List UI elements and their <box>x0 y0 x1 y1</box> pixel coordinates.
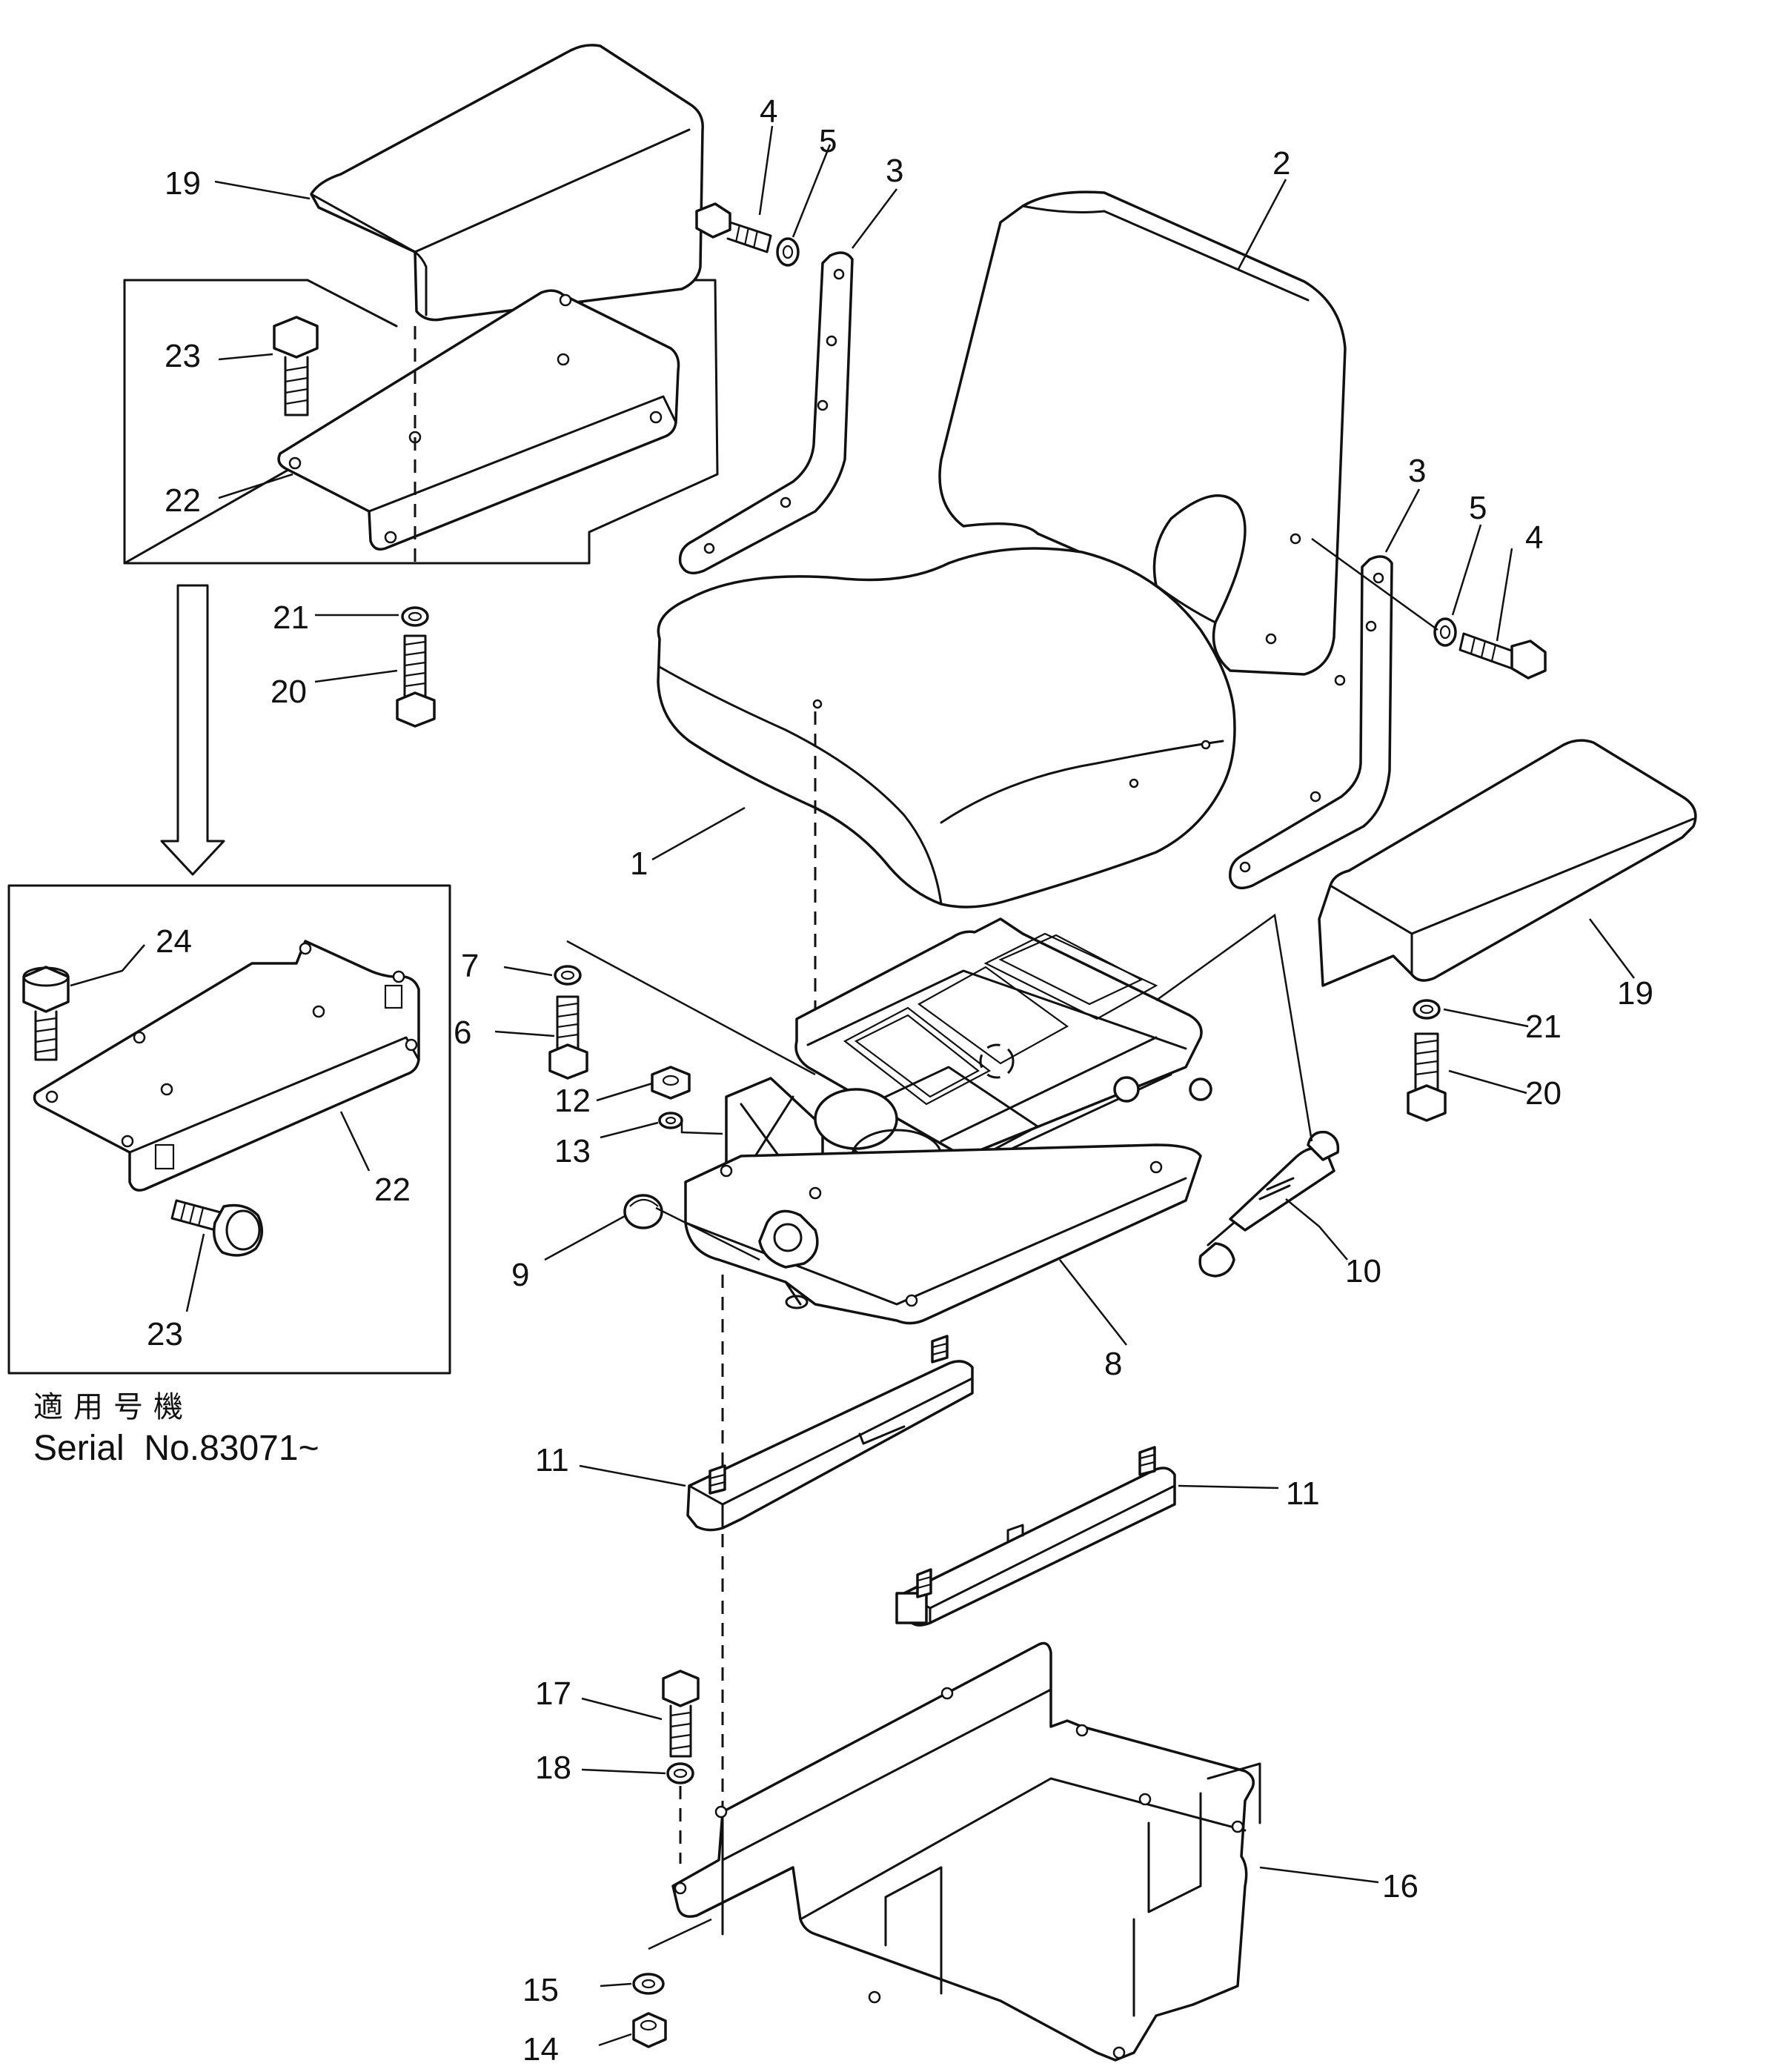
side-bracket-left <box>678 251 854 575</box>
part-labels: 19 23 22 21 20 4 5 3 2 3 5 4 1 19 21 20 … <box>147 93 1653 2068</box>
washer-5-top <box>776 237 800 267</box>
nut-14 <box>632 2012 667 2048</box>
label-5-right: 5 <box>1469 490 1487 526</box>
label-5-top: 5 <box>819 123 837 159</box>
label-10: 10 <box>1345 1253 1381 1289</box>
label-9: 9 <box>511 1257 529 1293</box>
damper-10 <box>1198 1130 1340 1278</box>
suspension-unit <box>684 917 1212 1325</box>
label-11-right: 11 <box>1286 1475 1320 1512</box>
seat-back <box>938 190 1347 676</box>
bracket-new <box>33 940 420 1192</box>
change-arrow <box>160 584 225 876</box>
washer-15 <box>632 1973 665 1995</box>
washer-7 <box>554 965 582 986</box>
assembly-lines-suspension <box>566 913 1313 1142</box>
label-1: 1 <box>630 846 648 882</box>
side-bracket-right <box>1229 555 1393 890</box>
armrest-right <box>1318 739 1697 987</box>
washer-21-left <box>401 606 429 627</box>
label-3-top: 3 <box>886 153 903 189</box>
label-21-left: 21 <box>273 600 309 636</box>
bolt-20-left <box>396 634 436 728</box>
applicable-serial-jp: 適用号機 <box>33 1390 193 1424</box>
label-23-new: 23 <box>147 1316 183 1352</box>
label-19-right: 19 <box>1617 975 1653 1012</box>
label-17: 17 <box>535 1676 571 1712</box>
label-16: 16 <box>1382 1868 1418 1904</box>
assembly-line-bolt-right <box>1311 537 1438 631</box>
label-22-top: 22 <box>165 482 201 519</box>
label-15: 15 <box>522 1972 559 2008</box>
label-6: 6 <box>454 1014 471 1051</box>
label-13: 13 <box>554 1133 591 1169</box>
bolt-23-new <box>170 1199 263 1257</box>
label-19-top: 19 <box>165 165 201 202</box>
label-24: 24 <box>156 923 192 960</box>
floor-bracket <box>671 1641 1261 2062</box>
armrest-top <box>310 44 704 322</box>
label-20-right: 20 <box>1525 1075 1562 1112</box>
label-3-right: 3 <box>1408 453 1426 489</box>
label-4-top: 4 <box>760 93 777 130</box>
nut-12 <box>651 1066 691 1100</box>
label-14: 14 <box>522 2031 559 2065</box>
slide-rail-right <box>895 1446 1176 1627</box>
label-23-top: 23 <box>165 338 201 374</box>
axis-nut-14 <box>648 1918 712 1950</box>
washer-21-right <box>1413 999 1441 1020</box>
knob-9 <box>623 1194 663 1229</box>
label-7: 7 <box>461 948 479 984</box>
leader-lines <box>70 125 1635 2047</box>
washer-18 <box>666 1762 694 1784</box>
bolt-4-top <box>695 202 772 253</box>
bolt-20-right <box>1407 1032 1447 1122</box>
label-4-right: 4 <box>1525 519 1543 556</box>
assembly-lines-knob <box>655 1123 760 1261</box>
washer-5-right <box>1433 617 1457 647</box>
washer-13 <box>658 1112 683 1129</box>
label-12: 12 <box>554 1083 591 1119</box>
serial-number: Serial No.83071~ <box>33 1429 319 1468</box>
label-21-right: 21 <box>1525 1009 1562 1045</box>
label-22-new: 22 <box>374 1172 411 1208</box>
label-18: 18 <box>535 1750 571 1786</box>
label-8: 8 <box>1104 1346 1122 1382</box>
label-11-left: 11 <box>535 1442 569 1478</box>
inset-frame-serial <box>7 884 451 1375</box>
bolt-17 <box>662 1670 700 1758</box>
slide-rail-left <box>686 1335 974 1532</box>
bolt-4-right <box>1459 632 1547 680</box>
bolt-24 <box>22 966 70 1061</box>
bolt-23-top <box>273 316 319 416</box>
bracket-top <box>277 289 680 571</box>
bolt-6 <box>548 995 588 1080</box>
label-20-left: 20 <box>271 674 307 710</box>
inset-frame-top <box>123 279 719 565</box>
seat-cushion <box>657 547 1236 1030</box>
serial-note: 適用号機 Serial No.83071~ <box>33 1390 319 1468</box>
label-2: 2 <box>1272 145 1290 182</box>
